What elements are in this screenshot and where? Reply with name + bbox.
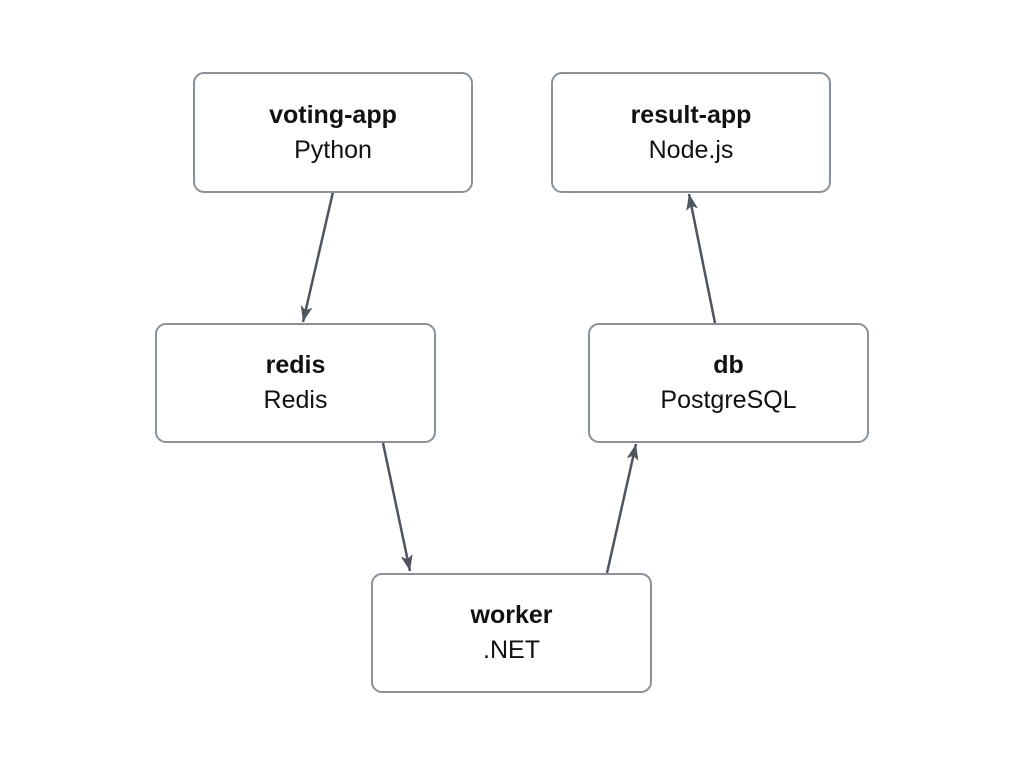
node-voting-app: voting-app Python <box>193 72 473 193</box>
node-redis: redis Redis <box>155 323 436 443</box>
edge-redis-to-worker <box>381 442 413 572</box>
node-worker: worker .NET <box>371 573 652 693</box>
node-voting-app-subtitle: Python <box>294 135 372 164</box>
node-result-app-title: result-app <box>630 100 752 129</box>
edge-worker-to-db <box>605 443 639 574</box>
node-voting-app-title: voting-app <box>269 100 397 129</box>
node-worker-subtitle: .NET <box>483 636 540 664</box>
node-db-title: db <box>713 351 744 379</box>
node-result-app-subtitle: Node.js <box>648 135 734 164</box>
edge-voting-app-to-redis <box>300 191 335 323</box>
node-db: db PostgreSQL <box>588 323 869 443</box>
node-db-subtitle: PostgreSQL <box>660 386 797 414</box>
edge-db-to-result-app <box>686 193 717 324</box>
node-redis-title: redis <box>265 351 326 379</box>
node-redis-subtitle: Redis <box>263 386 328 414</box>
node-worker-title: worker <box>470 601 553 629</box>
node-result-app: result-app Node.js <box>551 72 831 193</box>
